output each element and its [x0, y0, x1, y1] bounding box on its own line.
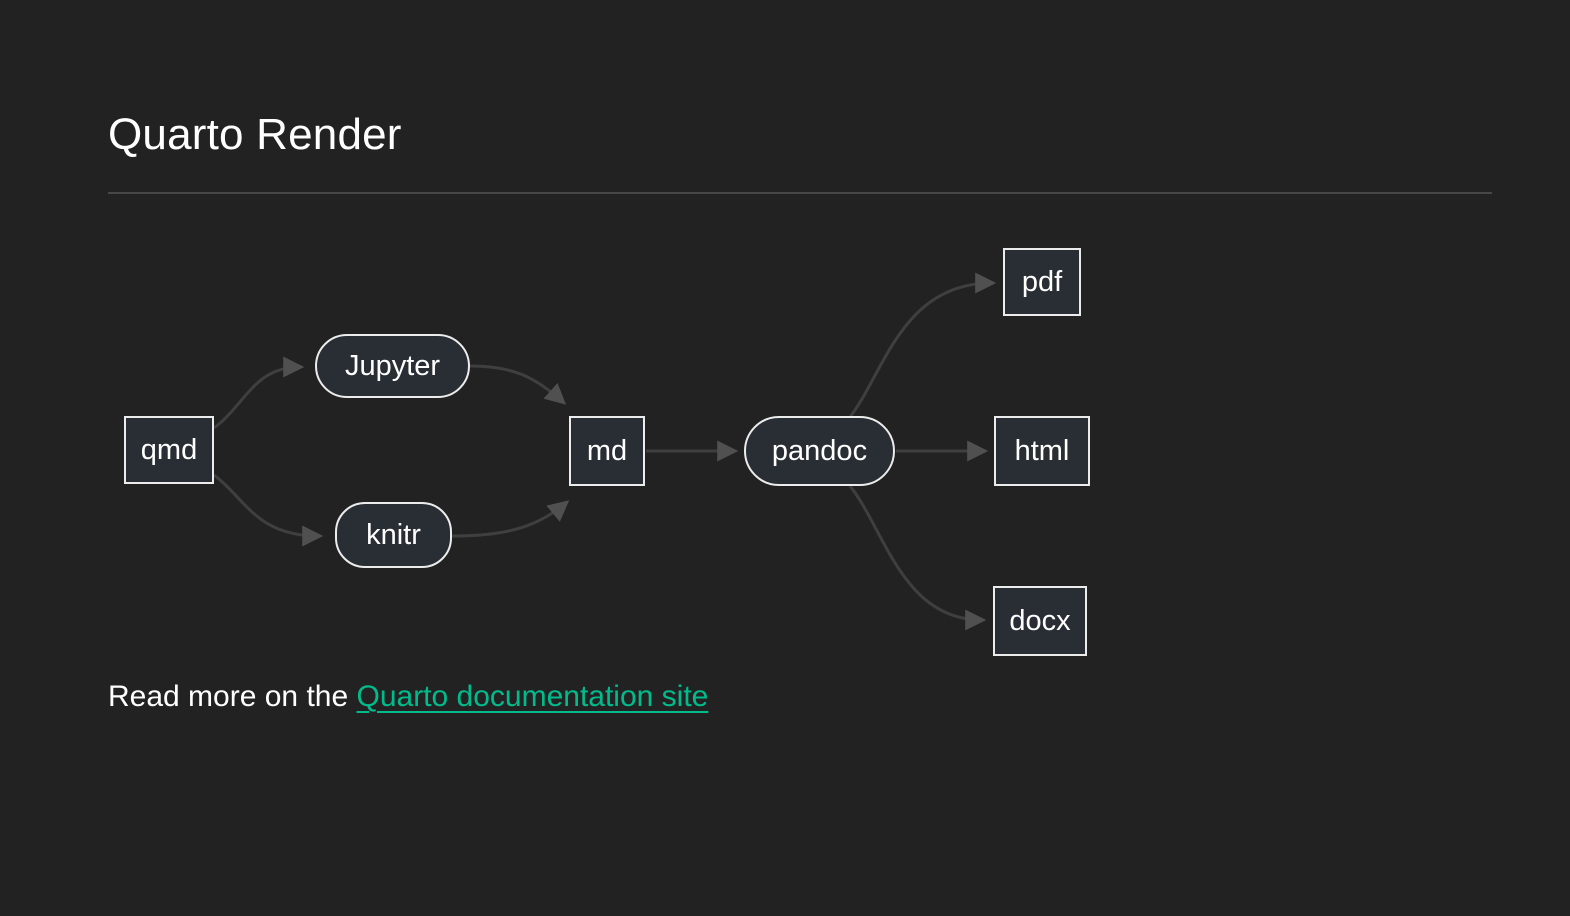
read-more-text: Read more on the — [108, 680, 357, 713]
node-docx-label: docx — [1009, 604, 1071, 637]
edge-knitr-to-md — [451, 500, 570, 538]
node-qmd-label: qmd — [140, 433, 198, 466]
node-html-label: html — [1014, 434, 1070, 467]
node-html: html — [994, 416, 1090, 486]
edge-qmd-to-jupyter — [213, 356, 305, 430]
node-md-label: md — [586, 434, 628, 467]
edge-pandoc-to-docx — [848, 485, 987, 631]
page-title: Quarto Render — [108, 110, 402, 159]
node-knitr-label: knitr — [366, 518, 421, 551]
node-jupyter-label: Jupyter — [344, 349, 441, 382]
read-more-paragraph: Read more on the Quarto documentation si… — [108, 680, 708, 714]
quarto-docs-link[interactable]: Quarto documentation site — [356, 680, 709, 713]
node-docx: docx — [993, 586, 1087, 656]
edge-pandoc-to-pdf — [848, 272, 997, 418]
edge-jupyter-to-md — [469, 364, 567, 405]
node-pandoc: pandoc — [744, 416, 895, 486]
node-md: md — [569, 416, 645, 486]
node-jupyter: Jupyter — [315, 334, 470, 398]
node-pdf: pdf — [1003, 248, 1081, 316]
edge-qmd-to-knitr — [213, 473, 324, 547]
node-pdf-label: pdf — [1021, 265, 1063, 298]
title-divider — [108, 192, 1492, 194]
node-qmd: qmd — [124, 416, 214, 484]
node-knitr: knitr — [335, 502, 452, 568]
node-pandoc-label: pandoc — [771, 434, 868, 467]
